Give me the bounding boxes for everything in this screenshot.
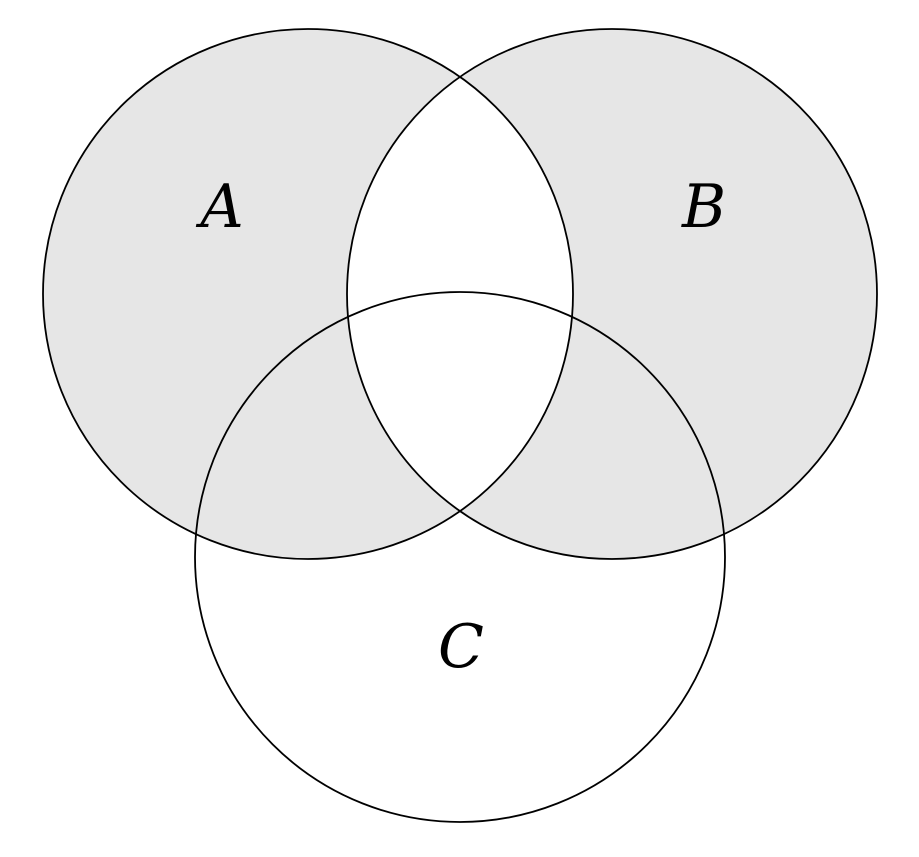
circle-b-outline <box>346 28 878 560</box>
shaded-region-a-symmetric-difference-b <box>43 29 877 559</box>
circle-c-outline <box>194 291 726 823</box>
set-label-c: C <box>438 612 484 682</box>
set-label-b: B <box>681 172 726 242</box>
circle-a-outline <box>42 28 574 560</box>
set-label-a: A <box>195 172 243 242</box>
